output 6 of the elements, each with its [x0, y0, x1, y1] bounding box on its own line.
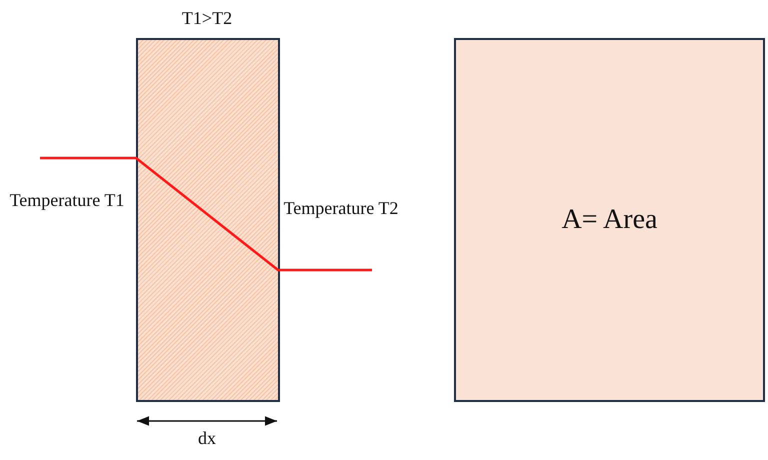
- temperature-label: Temperature T1: [8, 189, 126, 212]
- heading-text: T1>T2: [180, 7, 234, 30]
- area-label: A= Area: [562, 204, 658, 236]
- dimension-label: dx: [197, 427, 217, 450]
- temperature-label: Temperature T2: [282, 197, 400, 220]
- area-square: [454, 38, 765, 402]
